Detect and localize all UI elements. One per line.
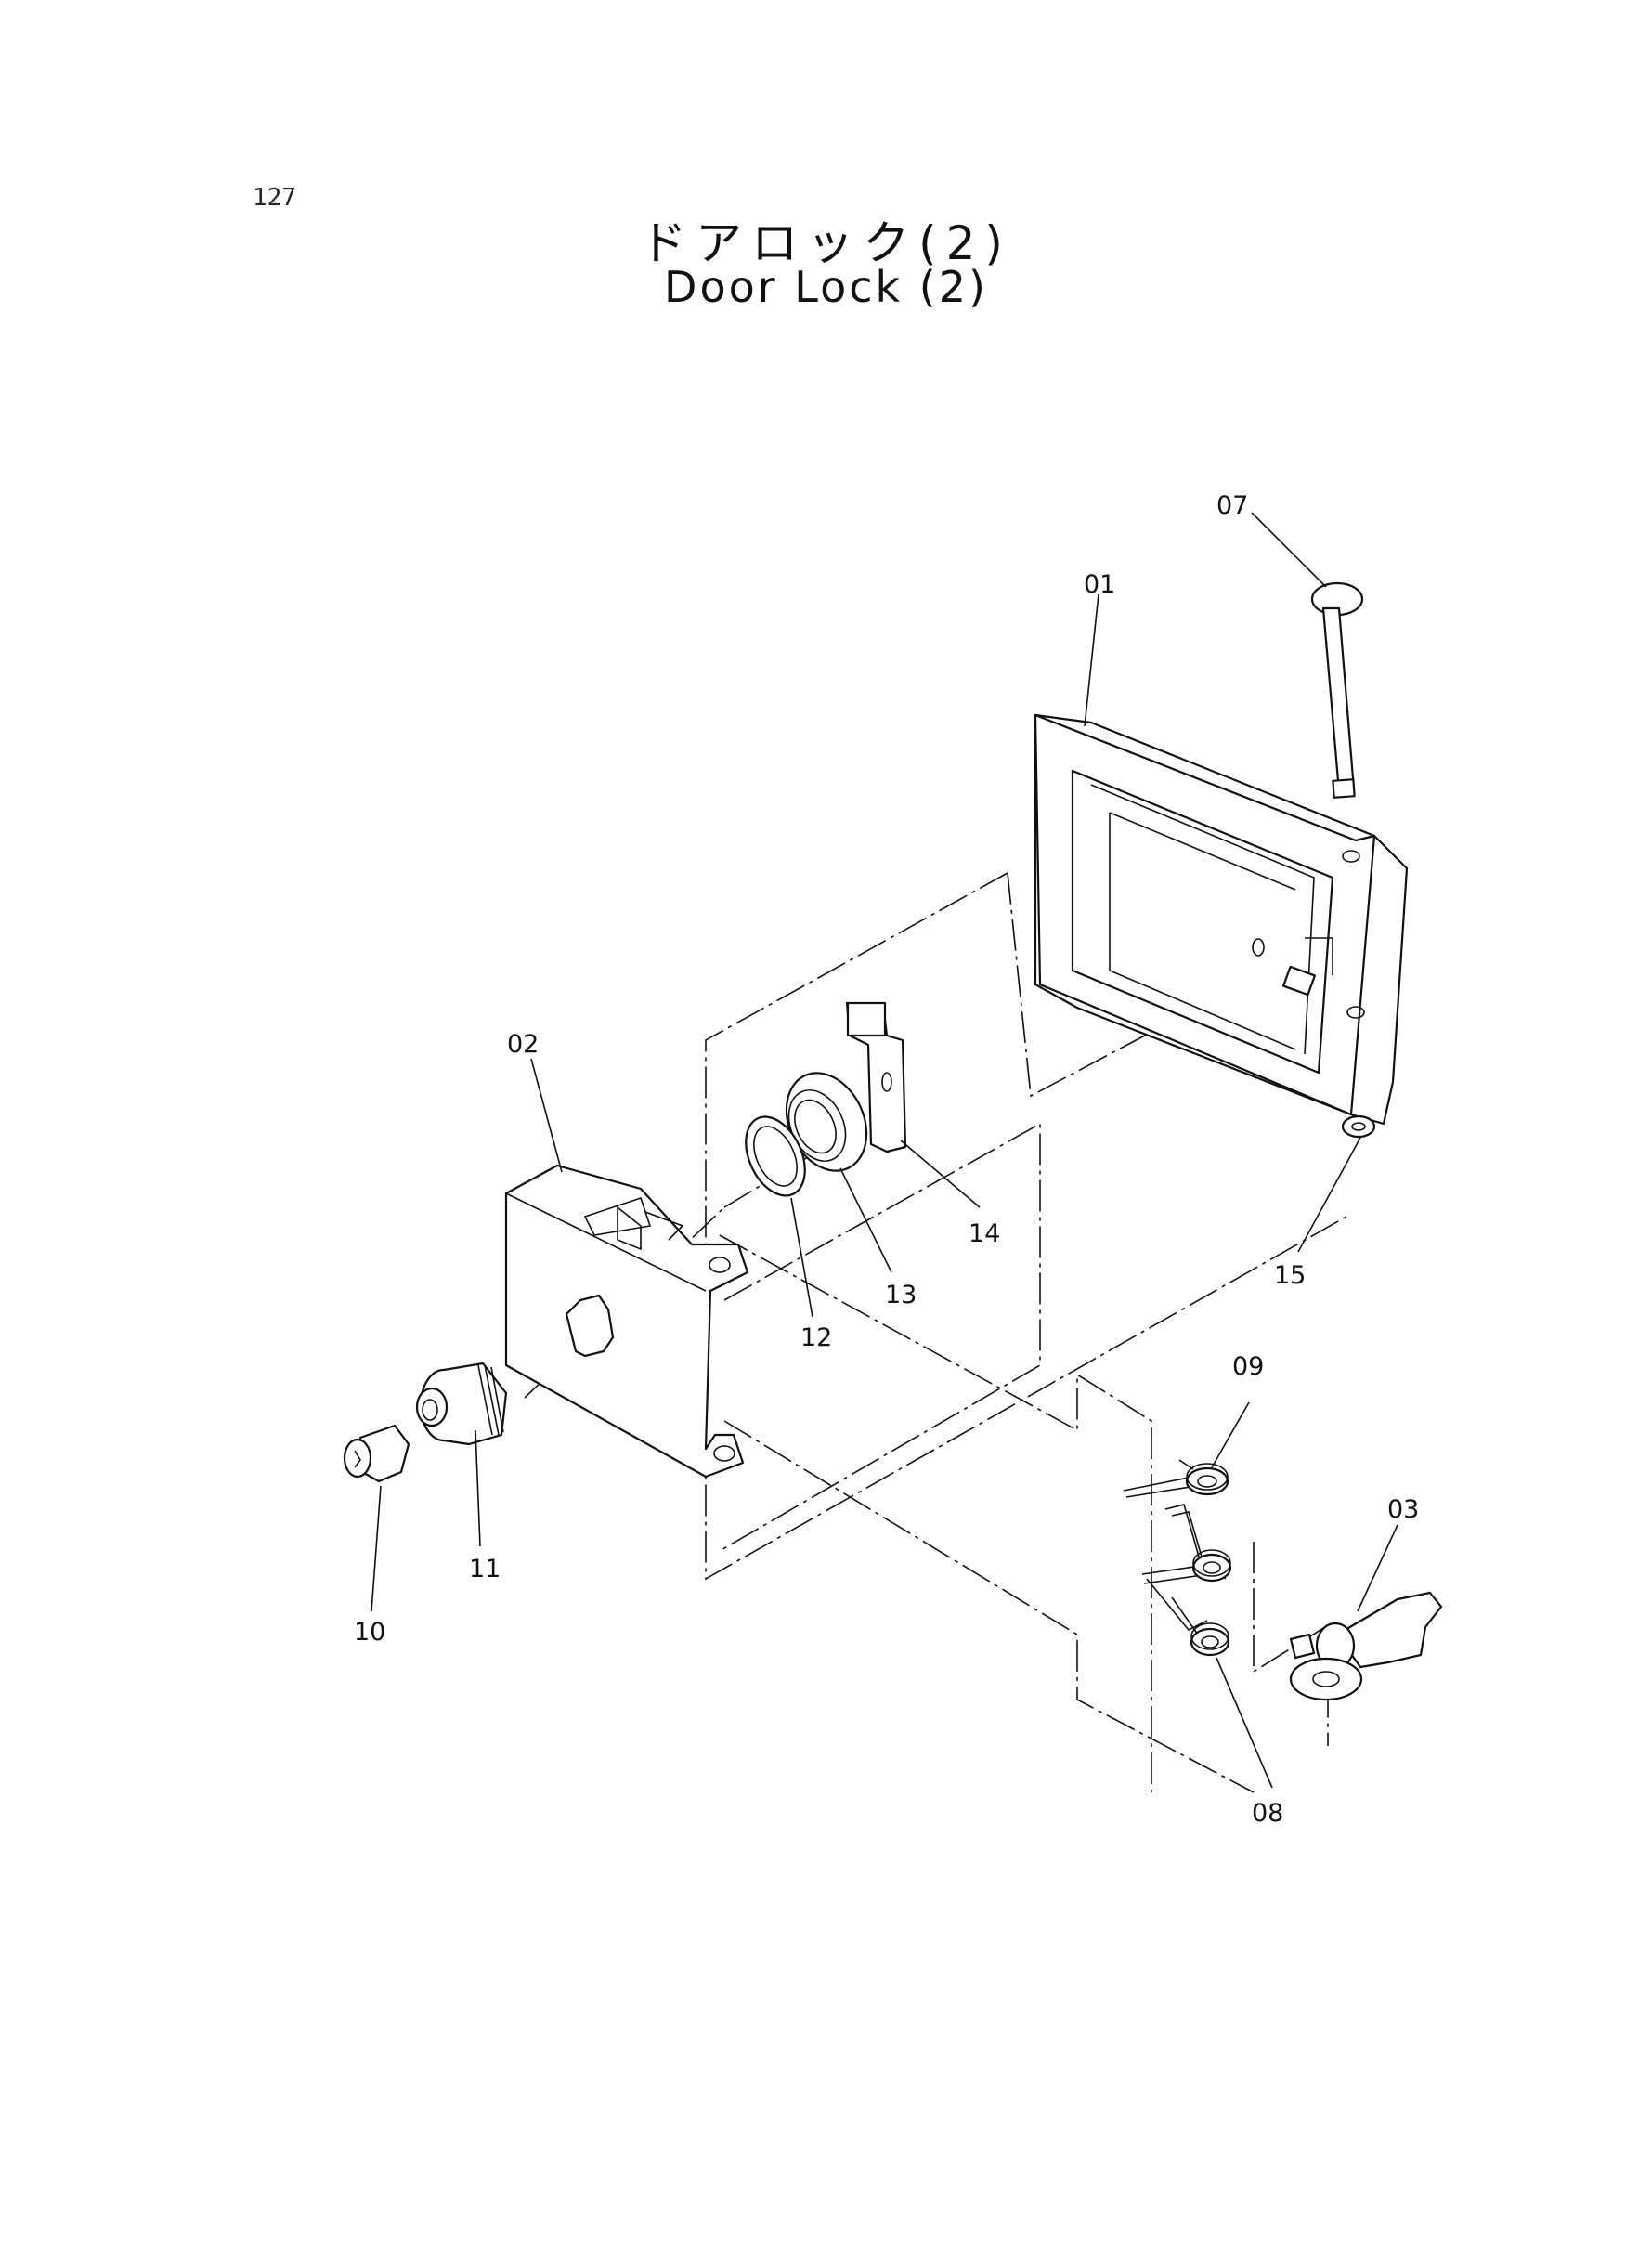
page-number: 127 bbox=[253, 184, 296, 212]
leader-lines bbox=[371, 512, 1398, 1789]
callout-08: 08 bbox=[1252, 1799, 1283, 1828]
part-12-washer bbox=[745, 1115, 806, 1197]
callout-03: 03 bbox=[1387, 1495, 1419, 1524]
callout-09: 09 bbox=[1232, 1352, 1264, 1381]
callout-13: 13 bbox=[885, 1281, 917, 1309]
callout-12: 12 bbox=[800, 1323, 832, 1352]
part-08-spring bbox=[1146, 1578, 1230, 1657]
part-02-bracket bbox=[504, 1164, 749, 1479]
part-15-snap-ring bbox=[1341, 1114, 1376, 1139]
part-middle-spring bbox=[1141, 1504, 1232, 1584]
callout-10: 10 bbox=[354, 1618, 385, 1647]
callout-labels: 07 01 02 14 13 12 15 09 03 11 10 08 bbox=[354, 491, 1419, 1828]
callout-11: 11 bbox=[469, 1555, 501, 1583]
part-11-lock-cylinder bbox=[415, 1362, 508, 1446]
callout-02: 02 bbox=[507, 1030, 539, 1059]
page-title-english: Door Lock (2) bbox=[664, 262, 988, 312]
part-01-lock-housing bbox=[1034, 713, 1409, 1126]
part-09-spring bbox=[1123, 1459, 1229, 1498]
part-03-lever bbox=[1289, 1591, 1443, 1701]
part-14-latch-plate bbox=[845, 1001, 907, 1153]
callout-01: 01 bbox=[1084, 570, 1115, 599]
part-10-key-core bbox=[343, 1424, 410, 1483]
callout-14: 14 bbox=[969, 1219, 1000, 1248]
part-07-pin bbox=[1310, 581, 1364, 799]
page-title-japanese: ドアロック(2) bbox=[640, 216, 1012, 270]
callout-15: 15 bbox=[1274, 1261, 1306, 1290]
callout-07: 07 bbox=[1216, 491, 1248, 520]
